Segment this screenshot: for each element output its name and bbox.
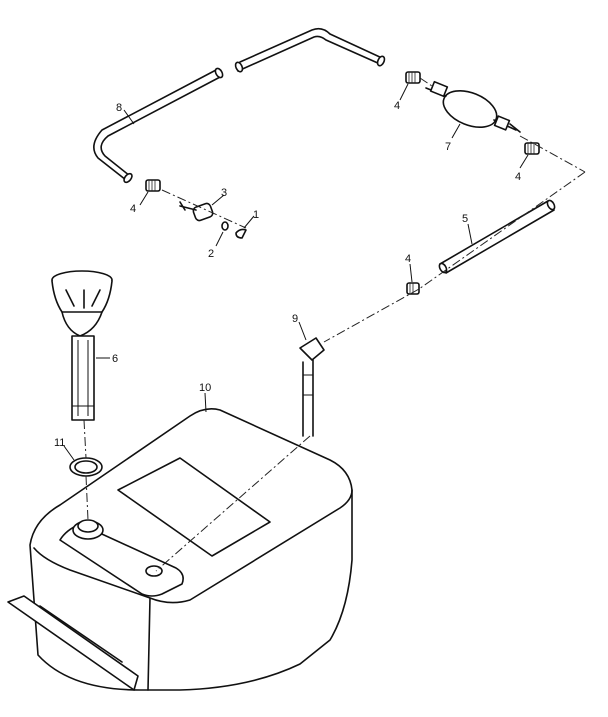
part-7-fuel-hose <box>93 27 386 184</box>
callout-9: 10 <box>199 382 211 394</box>
callout-4-left: 4 <box>130 203 136 215</box>
callout-4-top: 4 <box>394 100 400 112</box>
callout-2: 2 <box>208 248 214 260</box>
callout-8: 9 <box>292 313 298 325</box>
callout-4-mid: 4 <box>405 253 411 265</box>
callout-5: 5 <box>462 213 468 225</box>
callout-labels: 8 4 3 1 2 4 7 4 5 4 9 6 10 11 <box>54 100 521 449</box>
part-3-connector <box>179 201 214 222</box>
callout-3: 3 <box>221 187 227 199</box>
part-2-o-ring <box>221 221 229 231</box>
callout-11: 11 <box>54 437 65 449</box>
part-8-elbow-fitting <box>299 337 325 437</box>
callout-7: 8 <box>116 102 122 114</box>
part-4-clamp-a <box>145 179 161 192</box>
leader-lines <box>63 83 529 461</box>
assembly-lines <box>83 77 586 572</box>
part-4-clamp-b <box>405 71 421 84</box>
callout-10: 6 <box>112 353 118 365</box>
part-6-primer-bulb <box>425 80 521 133</box>
callout-4-right: 4 <box>515 171 521 183</box>
part-10-fuel-gauge <box>51 270 113 421</box>
callout-1: 1 <box>253 209 259 221</box>
callout-6: 7 <box>445 141 451 153</box>
part-9-fuel-tank <box>7 408 353 691</box>
part-11-seal-ring <box>69 457 103 477</box>
part-1-cap <box>235 228 247 239</box>
part-4-clamp-c <box>524 142 540 155</box>
